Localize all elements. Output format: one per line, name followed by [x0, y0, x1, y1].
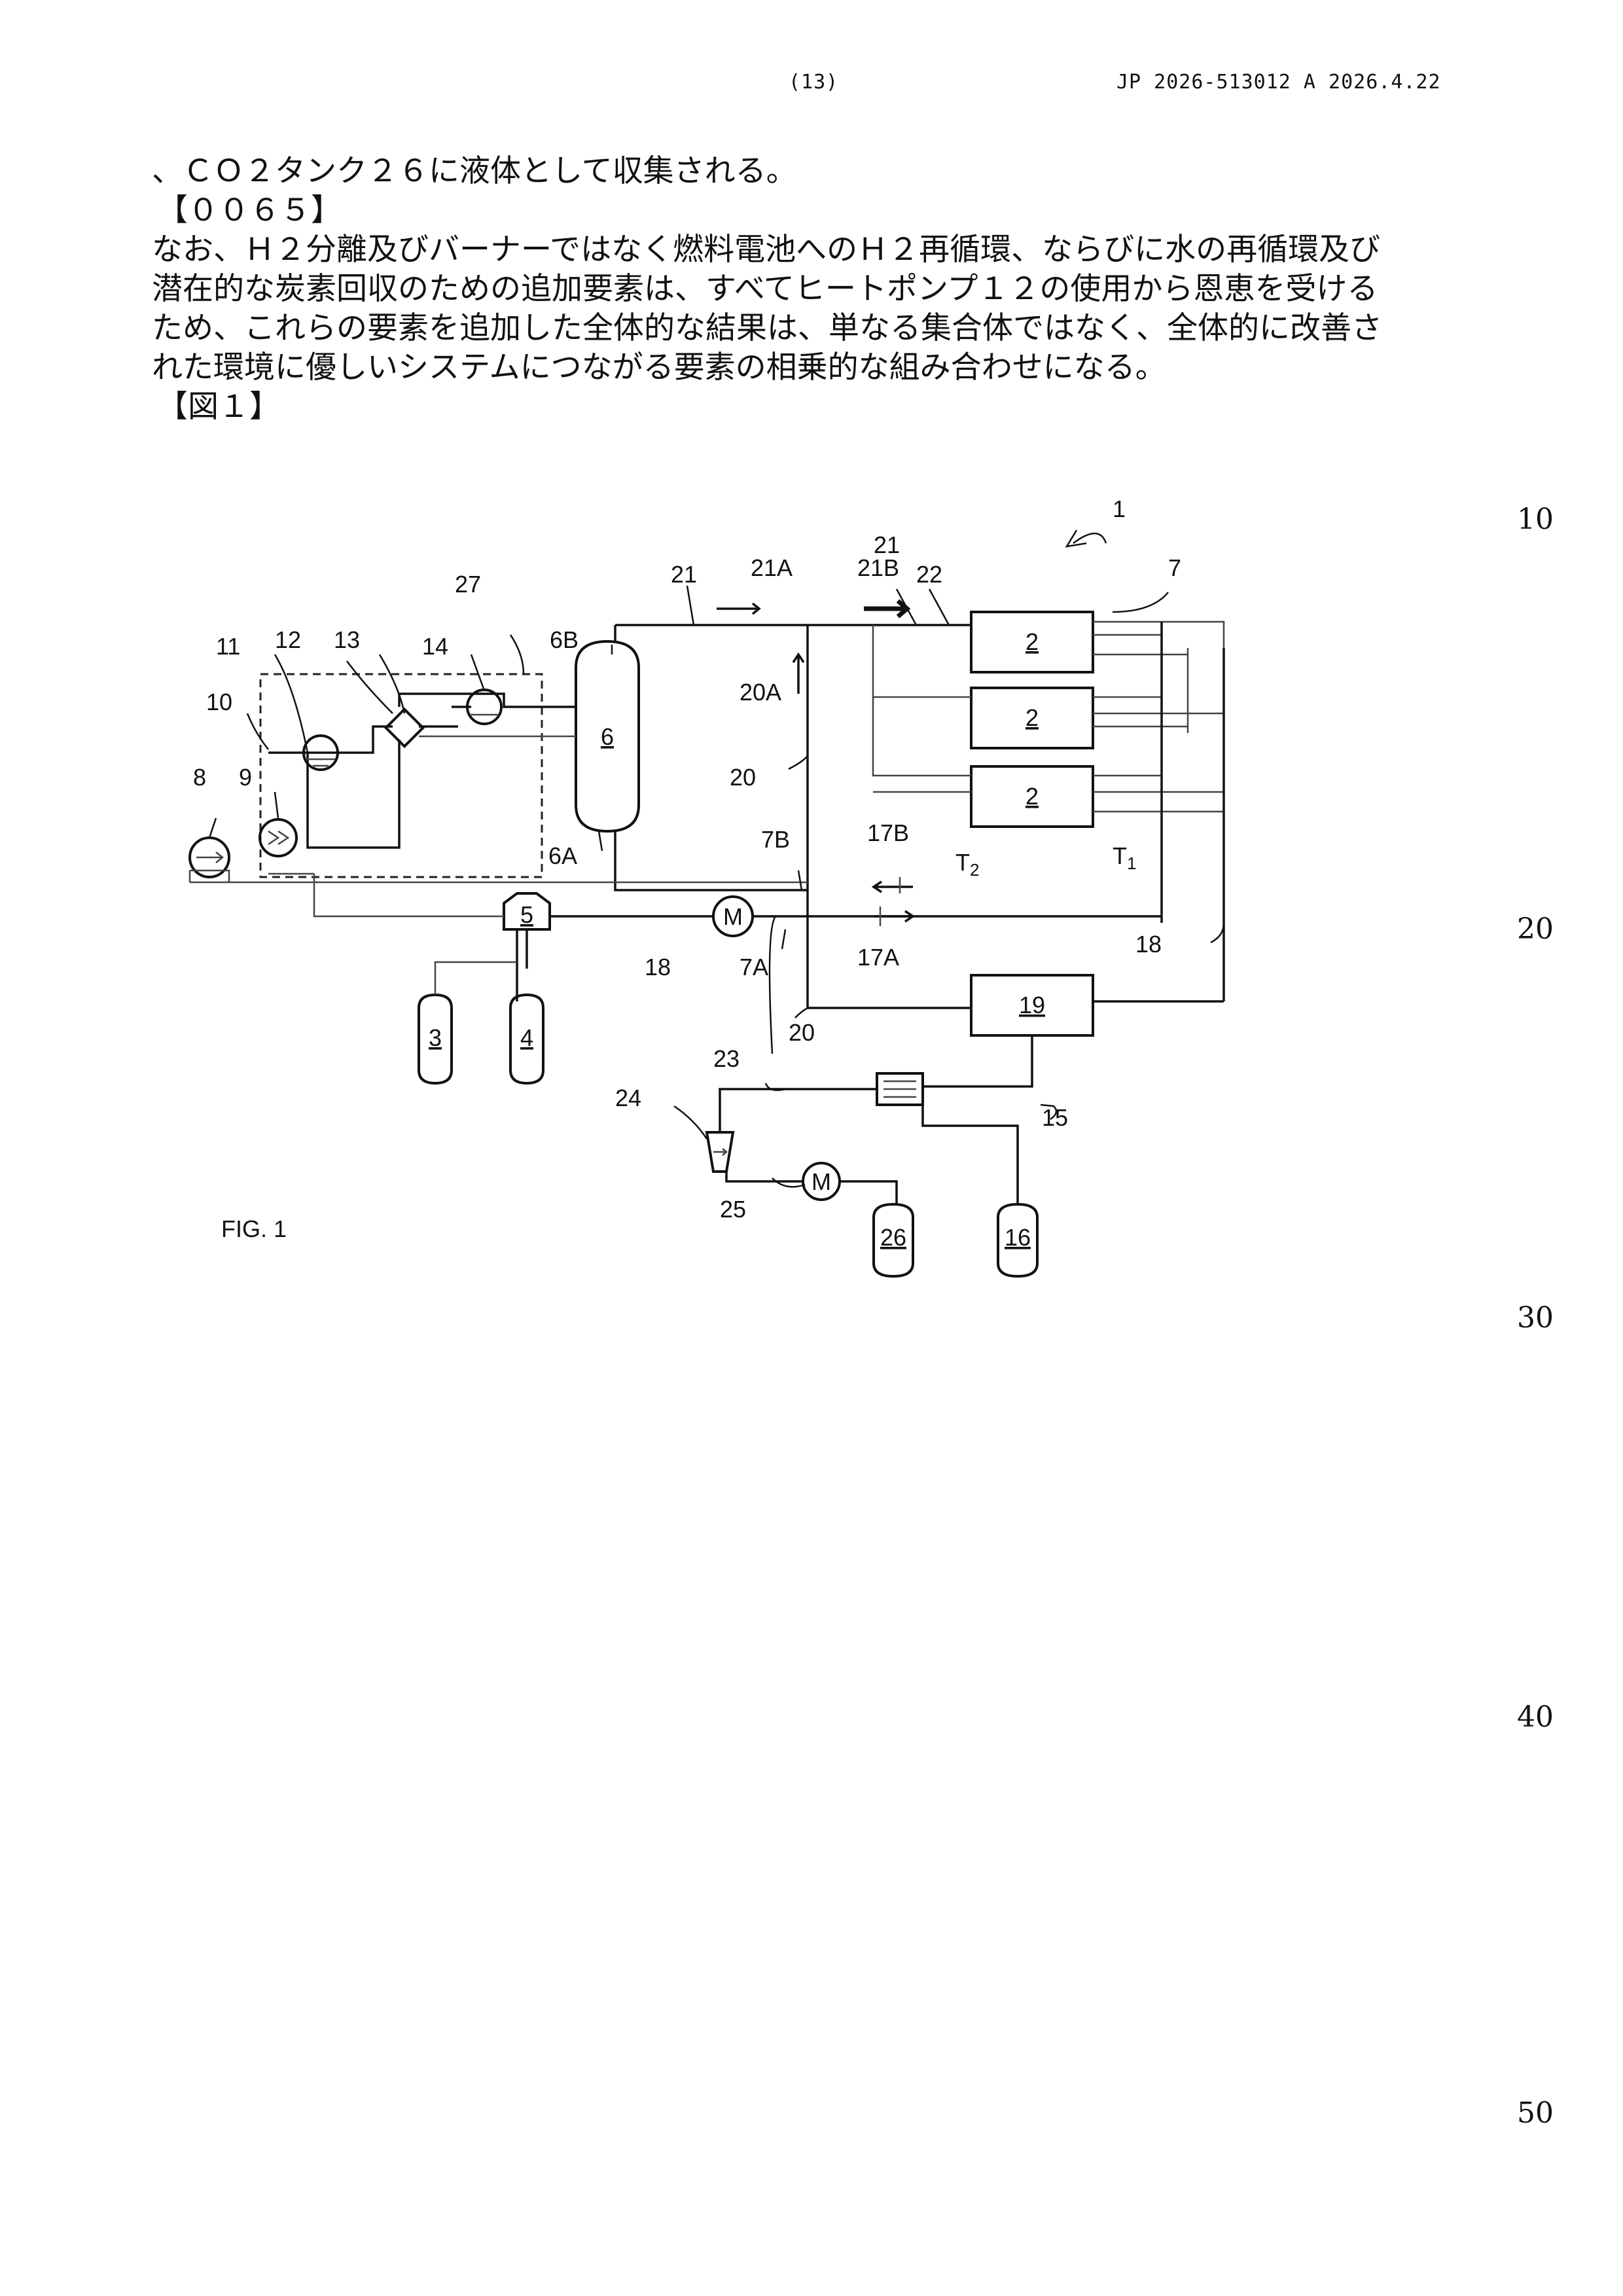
svg-text:2: 2 — [1026, 628, 1039, 655]
svg-text:M: M — [812, 1168, 831, 1195]
svg-text:19: 19 — [1019, 992, 1045, 1018]
svg-text:2: 2 — [1026, 783, 1039, 810]
burner-19: 19 — [808, 975, 1224, 1086]
fuel-cell-stack: 2 — [971, 612, 1093, 672]
svg-text:5: 5 — [520, 901, 533, 928]
reference-labels: 1 7 21 21A 21B 21 22 27 6B 20A 20 11 12 … — [193, 495, 1181, 1242]
svg-text:10: 10 — [206, 689, 232, 715]
svg-text:23: 23 — [713, 1045, 740, 1072]
mixer-5: 5 — [314, 874, 1162, 1001]
svg-text:15: 15 — [1042, 1104, 1068, 1131]
fuel-cell-stack: 2 — [971, 766, 1093, 827]
tank-16: 16 — [998, 1204, 1037, 1276]
svg-text:21B: 21B — [857, 554, 899, 581]
svg-text:11: 11 — [216, 633, 240, 660]
condenser-15 — [720, 1073, 1018, 1204]
svg-text:M: M — [723, 903, 743, 930]
anode-supply-line-21 — [615, 625, 971, 1008]
svg-text:8: 8 — [193, 764, 206, 791]
svg-text:27: 27 — [455, 571, 481, 598]
svg-text:6: 6 — [601, 723, 614, 750]
svg-text:18: 18 — [645, 954, 671, 980]
svg-text:3: 3 — [429, 1024, 442, 1051]
tank-3: 3 — [419, 962, 517, 1083]
svg-text:1: 1 — [1113, 495, 1126, 522]
svg-text:6A: 6A — [548, 842, 577, 869]
svg-text:21: 21 — [671, 561, 697, 588]
svg-text:20: 20 — [789, 1019, 815, 1046]
pump-8-exchanger-9 — [190, 819, 808, 882]
leader-lines — [209, 530, 1224, 1187]
svg-text:13: 13 — [334, 626, 360, 653]
svg-text:9: 9 — [239, 764, 252, 791]
svg-text:14: 14 — [422, 633, 448, 660]
figure-caption: FIG. 1 — [221, 1215, 287, 1242]
motor-25: M — [803, 1163, 897, 1204]
svg-text:12: 12 — [275, 626, 301, 653]
svg-text:21: 21 — [874, 531, 900, 558]
svg-text:7B: 7B — [761, 826, 790, 853]
svg-text:25: 25 — [720, 1196, 746, 1223]
fuel-cell-stack: 2 — [971, 688, 1093, 748]
svg-text:24: 24 — [615, 1085, 641, 1111]
svg-text:7A: 7A — [740, 954, 768, 980]
svg-text:4: 4 — [520, 1024, 533, 1051]
svg-text:21A: 21A — [751, 554, 793, 581]
svg-text:20A: 20A — [740, 679, 781, 706]
svg-text:26: 26 — [880, 1224, 906, 1251]
svg-text:16: 16 — [1005, 1224, 1031, 1251]
svg-text:18: 18 — [1135, 931, 1162, 958]
blower-18: M — [713, 897, 753, 936]
svg-text:6B: 6B — [550, 626, 579, 653]
svg-text:7: 7 — [1168, 554, 1181, 581]
svg-text:20: 20 — [730, 764, 756, 791]
heat-pump-boundary — [260, 674, 542, 877]
svg-text:T2: T2 — [955, 849, 979, 880]
tank-4: 4 — [510, 995, 543, 1083]
svg-text:17A: 17A — [857, 944, 899, 971]
tank-26: 26 — [874, 1204, 913, 1276]
svg-text:22: 22 — [916, 561, 942, 588]
svg-text:T1: T1 — [1113, 842, 1136, 873]
svg-text:2: 2 — [1026, 704, 1039, 731]
heat-pump-loop — [268, 690, 576, 874]
compressor-24 — [707, 1132, 802, 1181]
svg-text:17B: 17B — [867, 819, 909, 846]
